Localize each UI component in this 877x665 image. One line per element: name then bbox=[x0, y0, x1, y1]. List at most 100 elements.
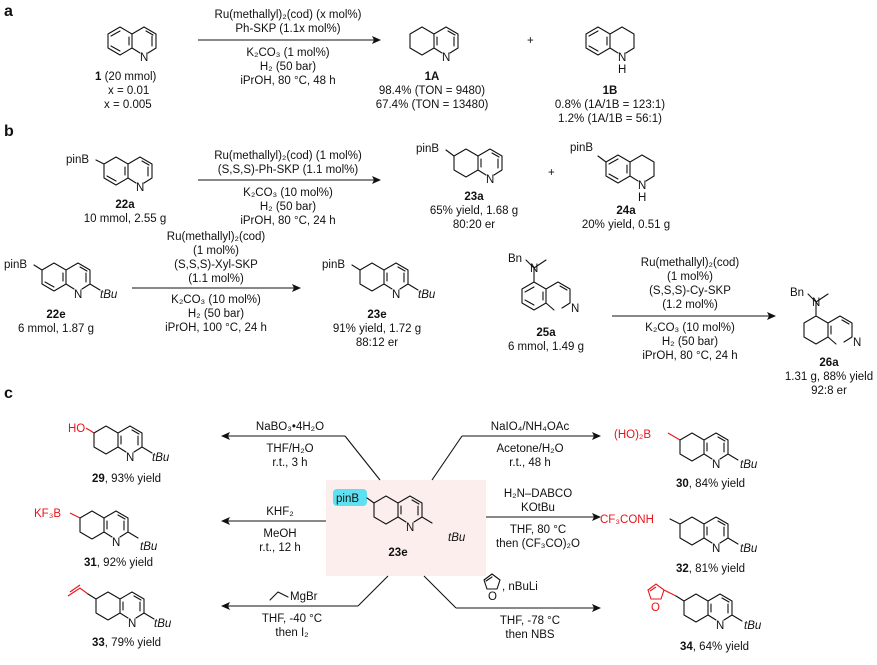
cond-b3-2: (1 mol%) bbox=[667, 271, 713, 283]
svg-text:N: N bbox=[112, 537, 120, 549]
product-30-label: 30, 84% yield bbox=[676, 478, 745, 490]
n-atom: N bbox=[140, 52, 148, 64]
product-26a-er: 92:8 er bbox=[811, 385, 847, 397]
svg-text:tBu: tBu bbox=[744, 620, 762, 632]
svg-text:NaIO₄/NH₄OAc: NaIO₄/NH₄OAc bbox=[491, 421, 570, 433]
pinb-label: pinB bbox=[570, 142, 593, 154]
product-29-structure: N tBu bbox=[85, 425, 170, 464]
cond-b2-6: H₂ (50 bar) bbox=[188, 308, 244, 320]
product-31-structure: N tBu bbox=[69, 510, 158, 553]
cond-a-3: K₂CO₃ (1 mol%) bbox=[246, 47, 329, 59]
svg-text:N: N bbox=[712, 459, 720, 471]
svg-text:N: N bbox=[712, 543, 720, 555]
cond-b1-4: H₂ (50 bar) bbox=[260, 201, 316, 213]
svg-text:THF, -78 °C: THF, -78 °C bbox=[500, 615, 560, 627]
pinb-highlight bbox=[333, 489, 367, 506]
h-atom: H bbox=[618, 64, 626, 76]
hob-group: (HO)₂B bbox=[614, 429, 651, 441]
svg-text:r.t., 3 h: r.t., 3 h bbox=[272, 457, 307, 469]
compound-22e-structure: N tBu bbox=[33, 262, 118, 301]
svg-text:NaBO₃•4H₂O: NaBO₃•4H₂O bbox=[256, 421, 324, 433]
quinoline-structure-1: N bbox=[107, 26, 157, 64]
svg-text:N: N bbox=[571, 303, 579, 315]
svg-text:MgBr: MgBr bbox=[290, 591, 318, 603]
product-1B-structure: N H bbox=[585, 26, 635, 76]
product-23a-structure: N bbox=[445, 148, 503, 186]
svg-text:KHF₂: KHF₂ bbox=[266, 506, 293, 518]
product-23e-yield: 91% yield, 1.72 g bbox=[333, 323, 421, 335]
product-26a-structure: N N bbox=[803, 293, 861, 349]
svg-text:O: O bbox=[488, 591, 497, 603]
bn-group: Bn bbox=[508, 253, 522, 265]
svg-text:N: N bbox=[812, 297, 820, 309]
compound-22a-amount: 10 mmol, 2.55 g bbox=[84, 213, 166, 225]
svg-text:tBu: tBu bbox=[418, 289, 436, 301]
center-23e-structure: N tBu bbox=[366, 495, 466, 544]
ho-group: HO bbox=[68, 423, 85, 435]
product-34-label: 34, 64% yield bbox=[680, 641, 749, 653]
cond-b2-4: (1.1 mol%) bbox=[188, 273, 244, 285]
bn-group: Bn bbox=[790, 287, 804, 299]
compound-22a-structure: N bbox=[95, 156, 153, 194]
product-34-structure: O N tBu bbox=[647, 583, 762, 632]
product-1A-label: 1A bbox=[425, 71, 440, 83]
svg-text:r.t., 48 h: r.t., 48 h bbox=[509, 457, 551, 469]
compound-22e-label: 22e bbox=[46, 309, 65, 321]
svg-text:tBu: tBu bbox=[140, 541, 158, 553]
product-23e-label: 23e bbox=[367, 309, 386, 321]
product-26a-yield: 1.31 g, 88% yield bbox=[785, 371, 873, 383]
cond-b2-5: K₂CO₃ (10 mol%) bbox=[171, 294, 261, 306]
product-33-label: 33, 79% yield bbox=[92, 637, 161, 649]
product-23e-er: 88:12 er bbox=[356, 337, 398, 349]
product-26a-label: 26a bbox=[819, 357, 839, 369]
compound-1-label: 1 (20 mmol) bbox=[95, 71, 157, 83]
svg-text:THF/H₂O: THF/H₂O bbox=[266, 443, 313, 455]
cond-b1-1: Ru(methallyl)₂(cod) (1 mol%) bbox=[214, 150, 362, 162]
product-1B-label: 1B bbox=[603, 85, 618, 97]
product-23e-structure: N tBu bbox=[351, 262, 436, 301]
plus-sign-a: + bbox=[527, 35, 534, 47]
cond-b2-3: (S,S,S)-Xyl-SKP bbox=[174, 259, 258, 271]
cond-b3-4: (1.2 mol%) bbox=[662, 299, 718, 311]
cond-b2-1: Ru(methallyl)₂(cod) bbox=[167, 231, 266, 243]
svg-text:N: N bbox=[126, 452, 134, 464]
pinb-label: pinB bbox=[4, 259, 27, 271]
svg-text:N: N bbox=[392, 289, 400, 301]
cond-b1-2: (S,S,S)-Ph-SKP (1.1 mol%) bbox=[218, 164, 359, 176]
svg-text:then NBS: then NBS bbox=[505, 629, 555, 641]
plus-sign-b: + bbox=[548, 167, 555, 179]
svg-text:O: O bbox=[651, 602, 660, 614]
compound-25a-structure: N N bbox=[521, 259, 579, 315]
product-24a-yield: 20% yield, 0.51 g bbox=[582, 219, 670, 231]
cond-a-5: iPrOH, 80 °C, 48 h bbox=[240, 75, 335, 87]
kf3b-group: KF₃B bbox=[34, 508, 61, 520]
product-31-label: 31, 92% yield bbox=[84, 557, 153, 569]
section-label-b: b bbox=[4, 123, 14, 140]
tbu-group: tBu bbox=[100, 289, 118, 301]
cond-a-4: H₂ (50 bar) bbox=[260, 61, 316, 73]
svg-text:tBu: tBu bbox=[740, 459, 758, 471]
svg-text:tBu: tBu bbox=[154, 618, 172, 630]
product-23a-yield: 65% yield, 1.68 g bbox=[430, 205, 518, 217]
svg-text:N: N bbox=[406, 522, 414, 534]
svg-text:H: H bbox=[638, 192, 646, 204]
svg-text:THF, 80 °C: THF, 80 °C bbox=[510, 524, 566, 536]
product-24a-label: 24a bbox=[616, 205, 636, 217]
product-24a-structure: N H bbox=[597, 154, 655, 204]
svg-text:, nBuLi: , nBuLi bbox=[502, 581, 538, 593]
cond-a-2: Ph-SKP (1.1x mol%) bbox=[235, 23, 340, 35]
cond-b2-7: iPrOH, 100 °C, 24 h bbox=[165, 322, 267, 334]
n-atom: N bbox=[618, 52, 626, 64]
product-1A-yield-1: 98.4% (TON = 9480) bbox=[379, 85, 485, 97]
cond-b2-2: (1 mol%) bbox=[193, 245, 239, 257]
section-label-a: a bbox=[4, 3, 13, 20]
svg-text:N: N bbox=[853, 337, 861, 349]
product-1A-yield-2: 67.4% (TON = 13480) bbox=[376, 99, 489, 111]
compound-25a-amount: 6 mmol, 1.49 g bbox=[508, 341, 584, 353]
svg-text:N: N bbox=[74, 289, 82, 301]
cond-b3-5: K₂CO₃ (10 mol%) bbox=[645, 322, 735, 334]
product-23a-label: 23a bbox=[464, 191, 484, 203]
section-label-c: c bbox=[4, 385, 13, 402]
product-32-label: 32, 81% yield bbox=[676, 563, 745, 575]
